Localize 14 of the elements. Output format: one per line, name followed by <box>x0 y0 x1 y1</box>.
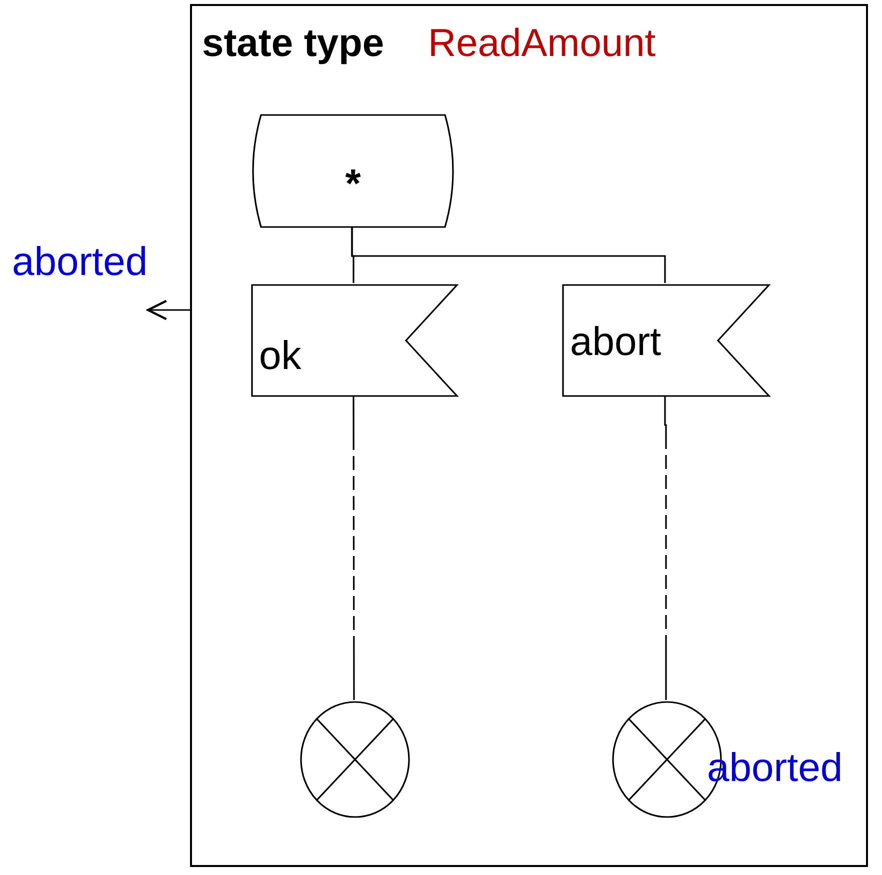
dashed-connector <box>352 396 355 700</box>
input-signal-symbol <box>251 284 458 397</box>
state-type-frame <box>190 4 868 867</box>
state-type-name: ReadAmount <box>428 24 656 63</box>
stop-symbol <box>300 701 410 818</box>
state-name: * <box>344 164 362 204</box>
signal-name: ok <box>259 336 302 376</box>
keyword-text: state type <box>202 24 384 63</box>
signal-name: abort <box>570 322 662 362</box>
input-signal-symbol <box>562 284 770 397</box>
dashed-connector <box>664 396 667 700</box>
state-symbol <box>249 114 457 228</box>
exit-arrow <box>146 300 190 320</box>
connector-line <box>351 227 666 283</box>
